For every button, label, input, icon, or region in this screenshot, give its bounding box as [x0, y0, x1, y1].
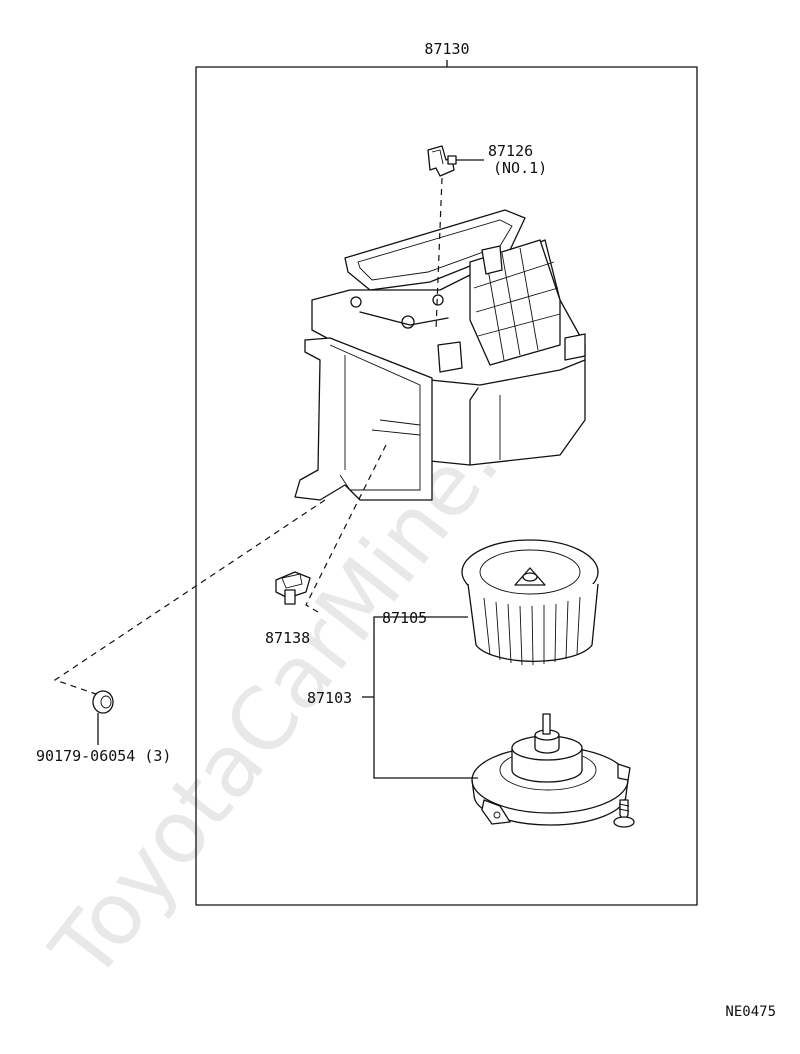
clip-guide-line — [305, 444, 387, 613]
blower-case — [294, 209, 586, 501]
damper-guide-line — [435, 177, 443, 331]
label-87138[interactable]: 87138 — [265, 629, 310, 647]
label-87126[interactable]: 87126 — [488, 142, 533, 160]
label-87105[interactable]: 87105 — [382, 609, 427, 627]
damper-part — [427, 145, 457, 177]
label-87126-note: (NO.1) — [493, 159, 547, 177]
label-87103[interactable]: 87103 — [307, 689, 352, 707]
clip-part — [275, 571, 311, 605]
diagram-code: NE0475 — [725, 1004, 776, 1020]
label-90179-06054[interactable]: 90179-06054 (3) — [36, 747, 171, 765]
fan-part — [461, 539, 599, 666]
nut-guide-line — [53, 499, 326, 695]
label-87130[interactable]: 87130 — [424, 40, 469, 58]
screw-part — [613, 799, 635, 828]
nut-part — [92, 690, 114, 714]
motor-part — [471, 713, 631, 826]
